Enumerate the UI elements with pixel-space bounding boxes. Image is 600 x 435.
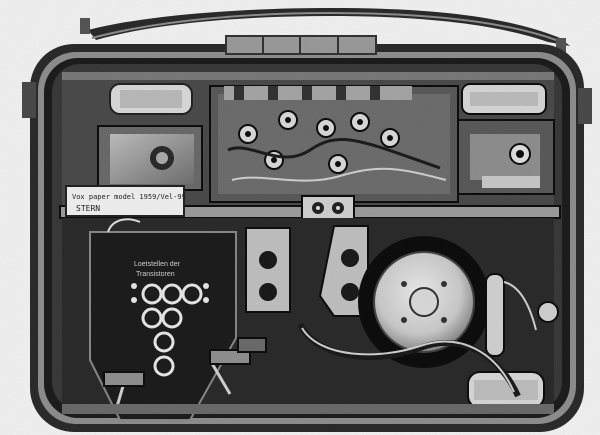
control-bracket-right	[318, 225, 369, 317]
right-components	[467, 273, 559, 409]
label-tape-line1: Vox paper model 1959/Vel-99	[72, 193, 186, 201]
battery-clips	[103, 337, 267, 387]
connector-block	[301, 195, 355, 221]
top-clasp	[225, 35, 377, 55]
control-bracket-left	[245, 227, 291, 313]
board-caption-line2: Transistoren	[136, 271, 175, 278]
tubular-component-left	[109, 83, 193, 115]
label-tape: Vox paper model 1959/Vel-99 STERN	[65, 185, 186, 217]
label-tape-line2: STERN	[76, 204, 100, 213]
speaker	[358, 236, 490, 368]
tuning-section-right	[457, 83, 555, 195]
circuit-board-center	[209, 85, 459, 203]
transformer-left	[97, 125, 203, 191]
board-caption-line1: Loetstellen der	[134, 261, 181, 268]
